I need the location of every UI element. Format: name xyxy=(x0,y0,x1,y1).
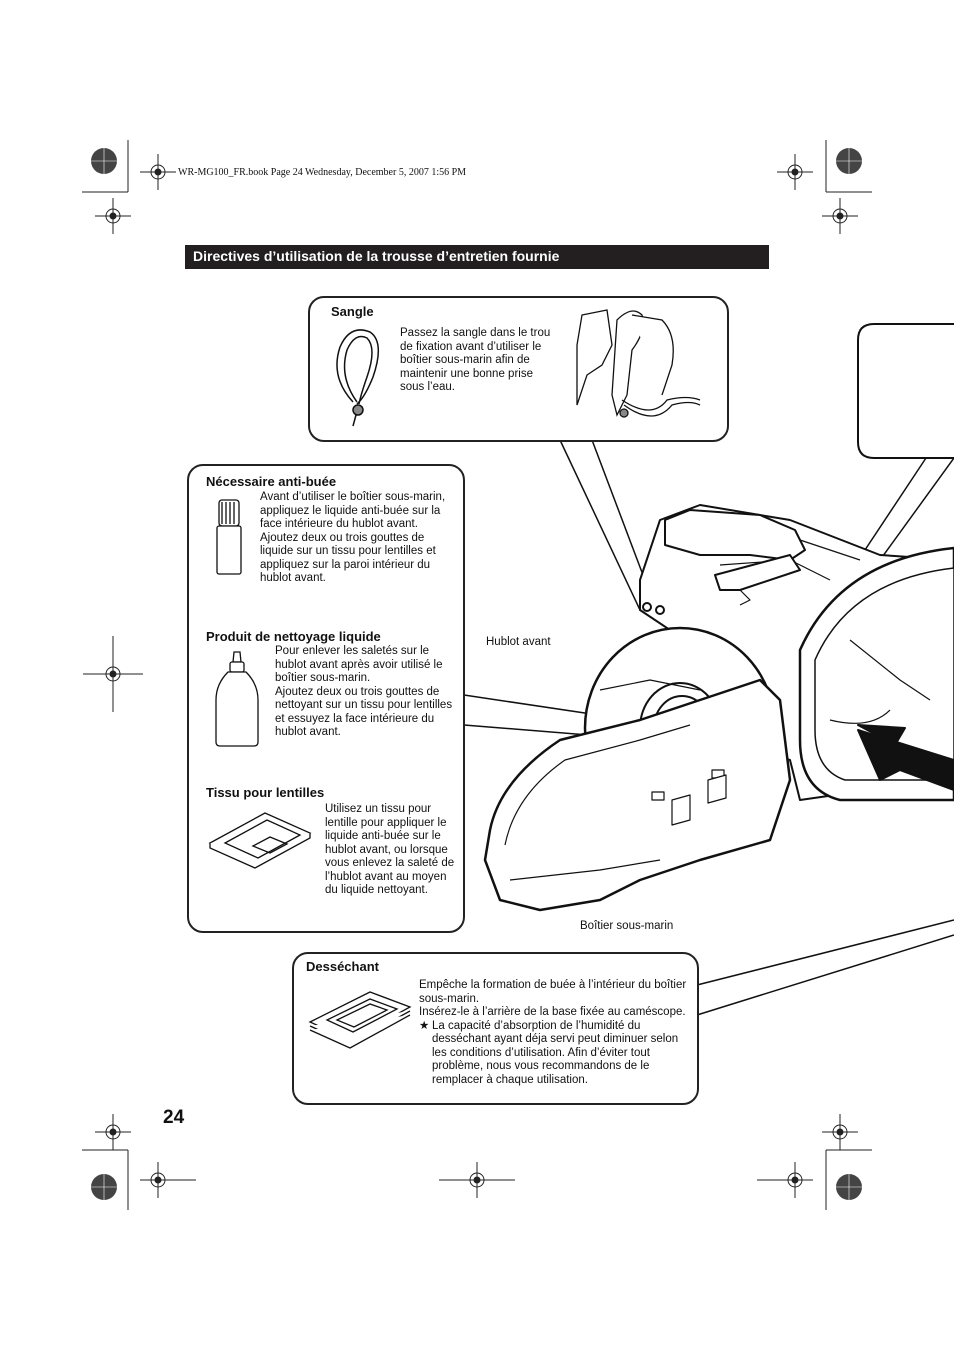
front-port-label: Hublot avant xyxy=(486,636,551,648)
anti-fog-text: Avant d’utiliser le boîtier sous-marin, … xyxy=(260,491,456,586)
desiccant-text: Empêche la formation de buée à l’intérie… xyxy=(419,979,689,1087)
housing-label: Boîtier sous-marin xyxy=(580,920,674,932)
hand-with-strap-illustration xyxy=(576,309,701,418)
page-number: 24 xyxy=(163,1107,185,1128)
desiccant-text-1: Empêche la formation de buée à l’intérie… xyxy=(419,979,687,1005)
cleaner-text: Pour enlever les saletés sur le hublot a… xyxy=(275,645,455,740)
desiccant-note-text: La capacité d’absorption de l’humidité d… xyxy=(432,1019,679,1086)
cleaner-text-2: Ajoutez deux ou trois gouttes de nettoya… xyxy=(275,685,453,739)
anti-fog-text-2: Ajoutez deux ou trois gouttes de liquide… xyxy=(260,531,436,585)
desiccant-text-2: Insérez-le à l’arrière de la base fixée … xyxy=(419,1006,686,1018)
desiccant-pack-icon xyxy=(308,991,412,1049)
section-title: Directives d’utilisation de la trousse d… xyxy=(185,245,769,269)
tissue-text: Utilisez un tissu pour lentille pour app… xyxy=(325,803,455,896)
desiccant-title: Desséchant xyxy=(306,959,379,974)
cleaner-title: Produit de nettoyage liquide xyxy=(206,629,381,644)
tissue-title: Tissu pour lentilles xyxy=(206,785,325,800)
cleaning-liquid-bottle-icon xyxy=(215,651,259,747)
strap-title: Sangle xyxy=(331,304,374,319)
anti-fog-text-1: Avant d’utiliser le boîtier sous-marin, … xyxy=(260,491,446,530)
cleaner-text-1: Pour enlever les saletés sur le hublot a… xyxy=(275,645,443,684)
lens-tissue-icon xyxy=(208,812,312,869)
anti-fog-title: Nécessaire anti-buée xyxy=(206,474,337,489)
desiccant-note: ★ La capacité d’absorption de l’humidité… xyxy=(419,1020,689,1088)
note-star-icon: ★ xyxy=(419,1019,430,1032)
strap-icon xyxy=(336,329,379,427)
anti-fog-bottle-icon xyxy=(216,499,242,575)
strap-text: Passez la sangle dans le trou de fixatio… xyxy=(400,327,551,393)
book-header: WR-MG100_FR.book Page 24 Wednesday, Dece… xyxy=(178,167,467,178)
